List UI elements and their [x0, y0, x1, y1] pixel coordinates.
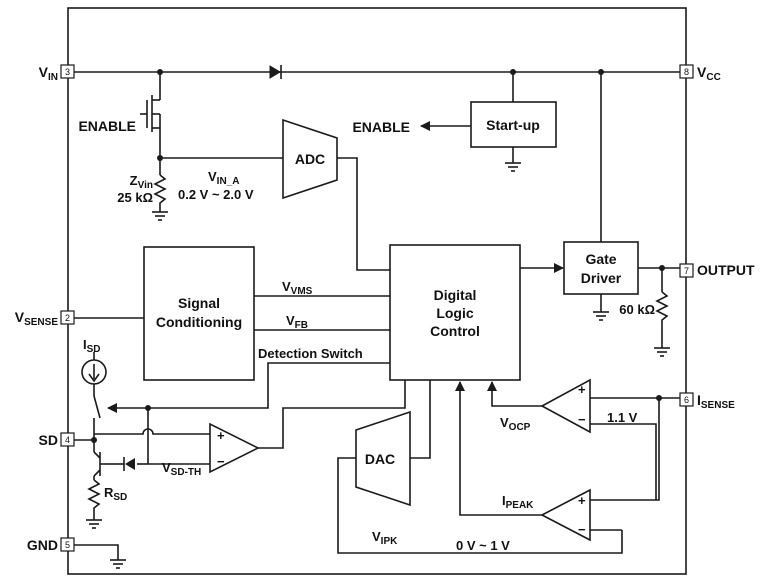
logic-to-dac-wire: [410, 380, 431, 459]
sd-to-comparator-wire: [94, 428, 210, 435]
r60k-resistor-icon: [654, 268, 670, 357]
svg-text:4: 4: [65, 435, 70, 445]
svg-text:+: +: [578, 382, 586, 397]
vipk-label: VIPK: [372, 529, 398, 547]
sd-comparator-output-wire: [258, 380, 406, 449]
r60k-label: 60 kΩ: [619, 302, 655, 317]
detection-switch-label: Detection Switch: [258, 346, 363, 361]
adc-block: ADC: [282, 118, 338, 200]
gate-driver-block: Gate Driver: [563, 241, 639, 295]
svg-text:7: 7: [684, 266, 689, 276]
svg-text:3: 3: [65, 67, 70, 77]
svg-text:Driver: Driver: [581, 270, 622, 286]
svg-text:ISENSE: ISENSE: [697, 392, 735, 411]
svg-text:VCC: VCC: [697, 64, 721, 83]
sd-transistor-icon: [93, 440, 110, 477]
vocp-wire: [487, 381, 542, 407]
svg-text:GND: GND: [27, 537, 58, 553]
sd-comparator: + −: [209, 422, 260, 474]
svg-text:Control: Control: [430, 323, 480, 339]
svg-text:+: +: [578, 493, 586, 508]
ipeak-label: IPEAK: [502, 493, 534, 511]
zvin-label: ZVin: [130, 173, 153, 191]
svg-text:−: −: [217, 454, 225, 469]
svg-text:VSENSE: VSENSE: [15, 309, 59, 328]
svg-text:5: 5: [65, 540, 70, 550]
sd-switch-icon: [93, 395, 101, 440]
dac-block: DAC: [355, 410, 411, 507]
isd-label: ISD: [83, 337, 101, 355]
isense-to-peak-wire: [590, 398, 660, 501]
vin-vcc-rail: [74, 69, 680, 75]
zvin-resistor-icon: [152, 155, 168, 221]
digital-logic-block: Digital Logic Control: [389, 244, 521, 381]
ref-1v1-label: 1.1 V: [607, 410, 638, 425]
svg-text:VIN: VIN: [39, 64, 58, 83]
detection-switch-wire: [107, 362, 390, 413]
driver-ground-icon: [593, 294, 609, 321]
pin-gnd: 5 GND: [27, 537, 75, 553]
rsd-resistor-icon: [86, 476, 102, 529]
ref-1v1-wire: [590, 423, 657, 500]
svg-text:Conditioning: Conditioning: [156, 314, 242, 330]
enable-label-left: ENABLE: [78, 118, 136, 134]
svg-text:Start-up: Start-up: [486, 117, 540, 133]
range-0-1-label: 0 V ~ 1 V: [456, 538, 510, 553]
svg-text:SD: SD: [39, 432, 58, 448]
adc-output-wire: [337, 157, 390, 271]
pin-vin: 3 VIN: [39, 64, 75, 83]
pin-vcc: 8 VCC: [679, 64, 721, 83]
svg-text:DAC: DAC: [365, 451, 395, 467]
startup-ground-icon: [505, 147, 521, 172]
startup-block: Start-up: [470, 101, 557, 148]
svg-text:Signal: Signal: [178, 295, 220, 311]
chip-outline: [67, 7, 687, 575]
pin-isense: 6 ISENSE: [679, 392, 735, 411]
rsd-label: RSD: [104, 485, 127, 503]
zener-icon: [110, 457, 135, 471]
svg-text:+: +: [217, 428, 225, 443]
signal-conditioning-block: Signal Conditioning: [143, 246, 255, 381]
svg-text:8: 8: [684, 67, 689, 77]
vocp-label: VOCP: [500, 415, 531, 433]
svg-text:−: −: [578, 412, 586, 427]
svg-text:Digital: Digital: [434, 287, 477, 303]
diode-icon: [269, 65, 282, 79]
pin-output: 7 OUTPUT: [679, 262, 755, 278]
vin-a-label: VIN_A: [208, 169, 239, 187]
vvms-label: VVMS: [282, 279, 313, 297]
svg-text:OUTPUT: OUTPUT: [697, 262, 755, 278]
gnd-ground-icon: [74, 544, 126, 569]
vin-a-range: 0.2 V ~ 2.0 V: [178, 187, 254, 202]
enable-mosfet-icon: [140, 72, 161, 158]
svg-text:Gate: Gate: [585, 251, 616, 267]
svg-text:6: 6: [684, 395, 689, 405]
ipeak-wire: [455, 381, 542, 516]
isd-current-source-icon: [81, 352, 107, 396]
vsdth-label: VSD-TH: [162, 460, 201, 478]
svg-text:−: −: [578, 522, 586, 537]
enable-label-right: ENABLE: [352, 119, 410, 135]
pin-vsense: 2 VSENSE: [15, 309, 75, 328]
pin-sd: 4 SD: [39, 432, 75, 448]
zvin-value: 25 kΩ: [117, 190, 153, 205]
vfb-label: VFB: [286, 313, 308, 331]
peak-comparator: + −: [540, 488, 591, 542]
svg-text:2: 2: [65, 313, 70, 323]
ocp-comparator: + −: [540, 378, 591, 434]
svg-text:Logic: Logic: [436, 305, 474, 321]
svg-text:ADC: ADC: [295, 151, 325, 167]
vipk-wire: [337, 457, 623, 554]
